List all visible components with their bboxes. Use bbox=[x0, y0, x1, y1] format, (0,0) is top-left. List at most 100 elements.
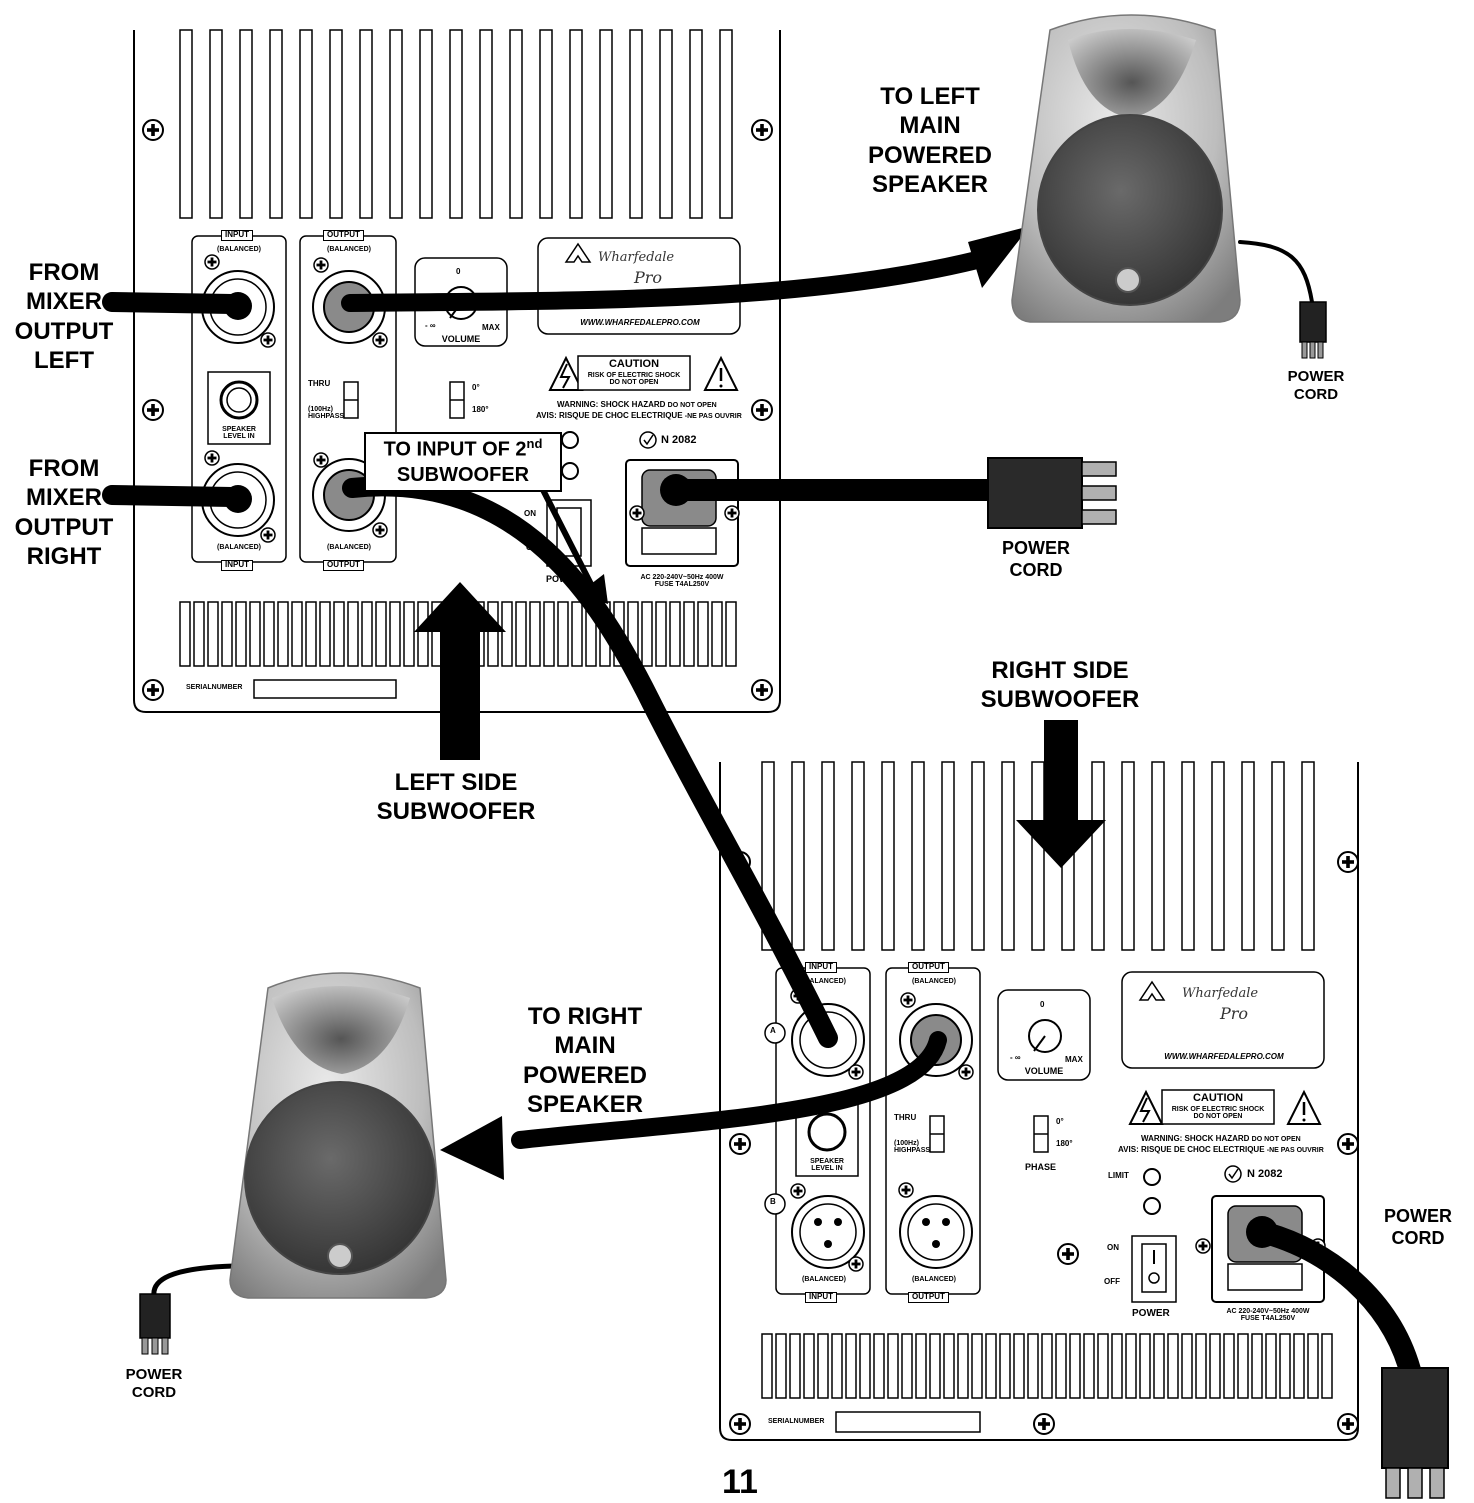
volume-label: VOLUME bbox=[441, 334, 481, 344]
heatsink-fin bbox=[539, 29, 553, 219]
heatsink-fin bbox=[873, 1333, 885, 1399]
heatsink-fin bbox=[719, 29, 733, 219]
cable-to-right-main bbox=[511, 1031, 947, 1149]
heatsink-fin bbox=[269, 29, 283, 219]
heatsink-fin bbox=[941, 761, 955, 951]
heatsink-fin bbox=[1167, 1333, 1179, 1399]
heatsink-fin bbox=[1321, 1333, 1333, 1399]
heatsink-fin bbox=[789, 1333, 801, 1399]
heatsink-fin bbox=[375, 601, 387, 667]
heatsink-fin bbox=[915, 1333, 927, 1399]
heatsink-fin bbox=[943, 1333, 955, 1399]
heatsink-fin bbox=[725, 601, 737, 667]
heatsink-fin bbox=[193, 601, 205, 667]
heatsink-fin bbox=[291, 601, 303, 667]
heatsink-fin bbox=[1097, 1333, 1109, 1399]
heatsink-fin bbox=[263, 601, 275, 667]
heatsink-fin bbox=[529, 601, 541, 667]
heatsink-fin bbox=[179, 29, 193, 219]
heatsink-fin bbox=[641, 601, 653, 667]
heatsink-fin bbox=[235, 601, 247, 667]
heatsink-fin bbox=[659, 29, 673, 219]
heatsink-fin bbox=[319, 601, 331, 667]
page-number: 11 bbox=[722, 1463, 758, 1501]
heatsink-fin bbox=[333, 601, 345, 667]
heatsink-fin bbox=[851, 761, 865, 951]
heatsink-fin bbox=[1293, 1333, 1305, 1399]
power-plug-left-speaker bbox=[1299, 301, 1327, 359]
heatsink-fin bbox=[515, 601, 527, 667]
heatsink-fin bbox=[803, 1333, 815, 1399]
heatsink-fin bbox=[509, 29, 523, 219]
heatsink-fin bbox=[711, 601, 723, 667]
heatsink-fin bbox=[1301, 761, 1315, 951]
power-led bbox=[561, 462, 579, 480]
heatsink-fin bbox=[655, 601, 667, 667]
screw-icon bbox=[142, 119, 164, 141]
heatsink-fin bbox=[1111, 1333, 1123, 1399]
heatsink-fin bbox=[697, 601, 709, 667]
cable-mixer-left bbox=[102, 292, 242, 314]
heatsink-fin bbox=[1271, 761, 1285, 951]
heatsink-fin bbox=[1125, 1333, 1137, 1399]
screw-icon bbox=[751, 399, 773, 421]
heatsink-fin bbox=[417, 601, 429, 667]
heatsink-fin bbox=[881, 761, 895, 951]
heatsink-fin bbox=[389, 29, 403, 219]
heatsink-fin bbox=[1031, 761, 1045, 951]
heatsink-fin bbox=[1091, 761, 1105, 951]
heatsink-fin bbox=[817, 1333, 829, 1399]
heatsink-fins-bottom bbox=[761, 1333, 1333, 1399]
heatsink-fin bbox=[887, 1333, 899, 1399]
cert-check-icon bbox=[639, 431, 657, 449]
heatsink-fin bbox=[1279, 1333, 1291, 1399]
cables bbox=[102, 240, 1421, 1381]
heatsink-fin bbox=[985, 1333, 997, 1399]
right-main-powered-speaker bbox=[229, 972, 447, 1299]
heatsink-fin bbox=[209, 29, 223, 219]
heatsink-fin bbox=[329, 29, 343, 219]
heatsink-fin bbox=[1083, 1333, 1095, 1399]
power-cable-right-speaker bbox=[151, 1263, 237, 1299]
power-cable-left-speaker bbox=[1238, 240, 1314, 304]
cable-mixer-right bbox=[102, 485, 242, 507]
arrow-right-side-sub bbox=[1016, 720, 1106, 868]
heatsink-fin bbox=[775, 1333, 787, 1399]
heatsink-fin bbox=[449, 29, 463, 219]
heatsink-fin bbox=[683, 601, 695, 667]
arrow-left-side-sub bbox=[414, 582, 506, 760]
heatsink-fin bbox=[359, 29, 373, 219]
heatsink-fin bbox=[277, 601, 289, 667]
screw-icon bbox=[751, 119, 773, 141]
heatsink-fin bbox=[1237, 1333, 1249, 1399]
heatsink-fin bbox=[629, 29, 643, 219]
heatsink-fin bbox=[569, 29, 583, 219]
heatsink-fin bbox=[1027, 1333, 1039, 1399]
caution-plate bbox=[577, 355, 691, 391]
heatsink-fin bbox=[249, 601, 261, 667]
heatsink-fin bbox=[1181, 1333, 1193, 1399]
heatsink-fin bbox=[1013, 1333, 1025, 1399]
heatsink-fin bbox=[831, 1333, 843, 1399]
heatsink-fin bbox=[1001, 761, 1015, 951]
heatsink-fin bbox=[557, 601, 569, 667]
left-main-powered-speaker bbox=[1011, 14, 1241, 323]
heatsink-fin bbox=[571, 601, 583, 667]
screw-icon bbox=[751, 679, 773, 701]
power-plug-right-speaker bbox=[139, 1293, 171, 1355]
heatsink-fin bbox=[239, 29, 253, 219]
heatsink-fin bbox=[689, 29, 703, 219]
heatsink-fin bbox=[1055, 1333, 1067, 1399]
heatsink-fin bbox=[599, 29, 613, 219]
cable-to-left-main bbox=[341, 249, 994, 312]
heatsink-fin bbox=[957, 1333, 969, 1399]
heatsink-fin bbox=[1153, 1333, 1165, 1399]
heatsink-fin bbox=[1223, 1333, 1235, 1399]
power-plug-left-sub bbox=[987, 457, 1117, 529]
